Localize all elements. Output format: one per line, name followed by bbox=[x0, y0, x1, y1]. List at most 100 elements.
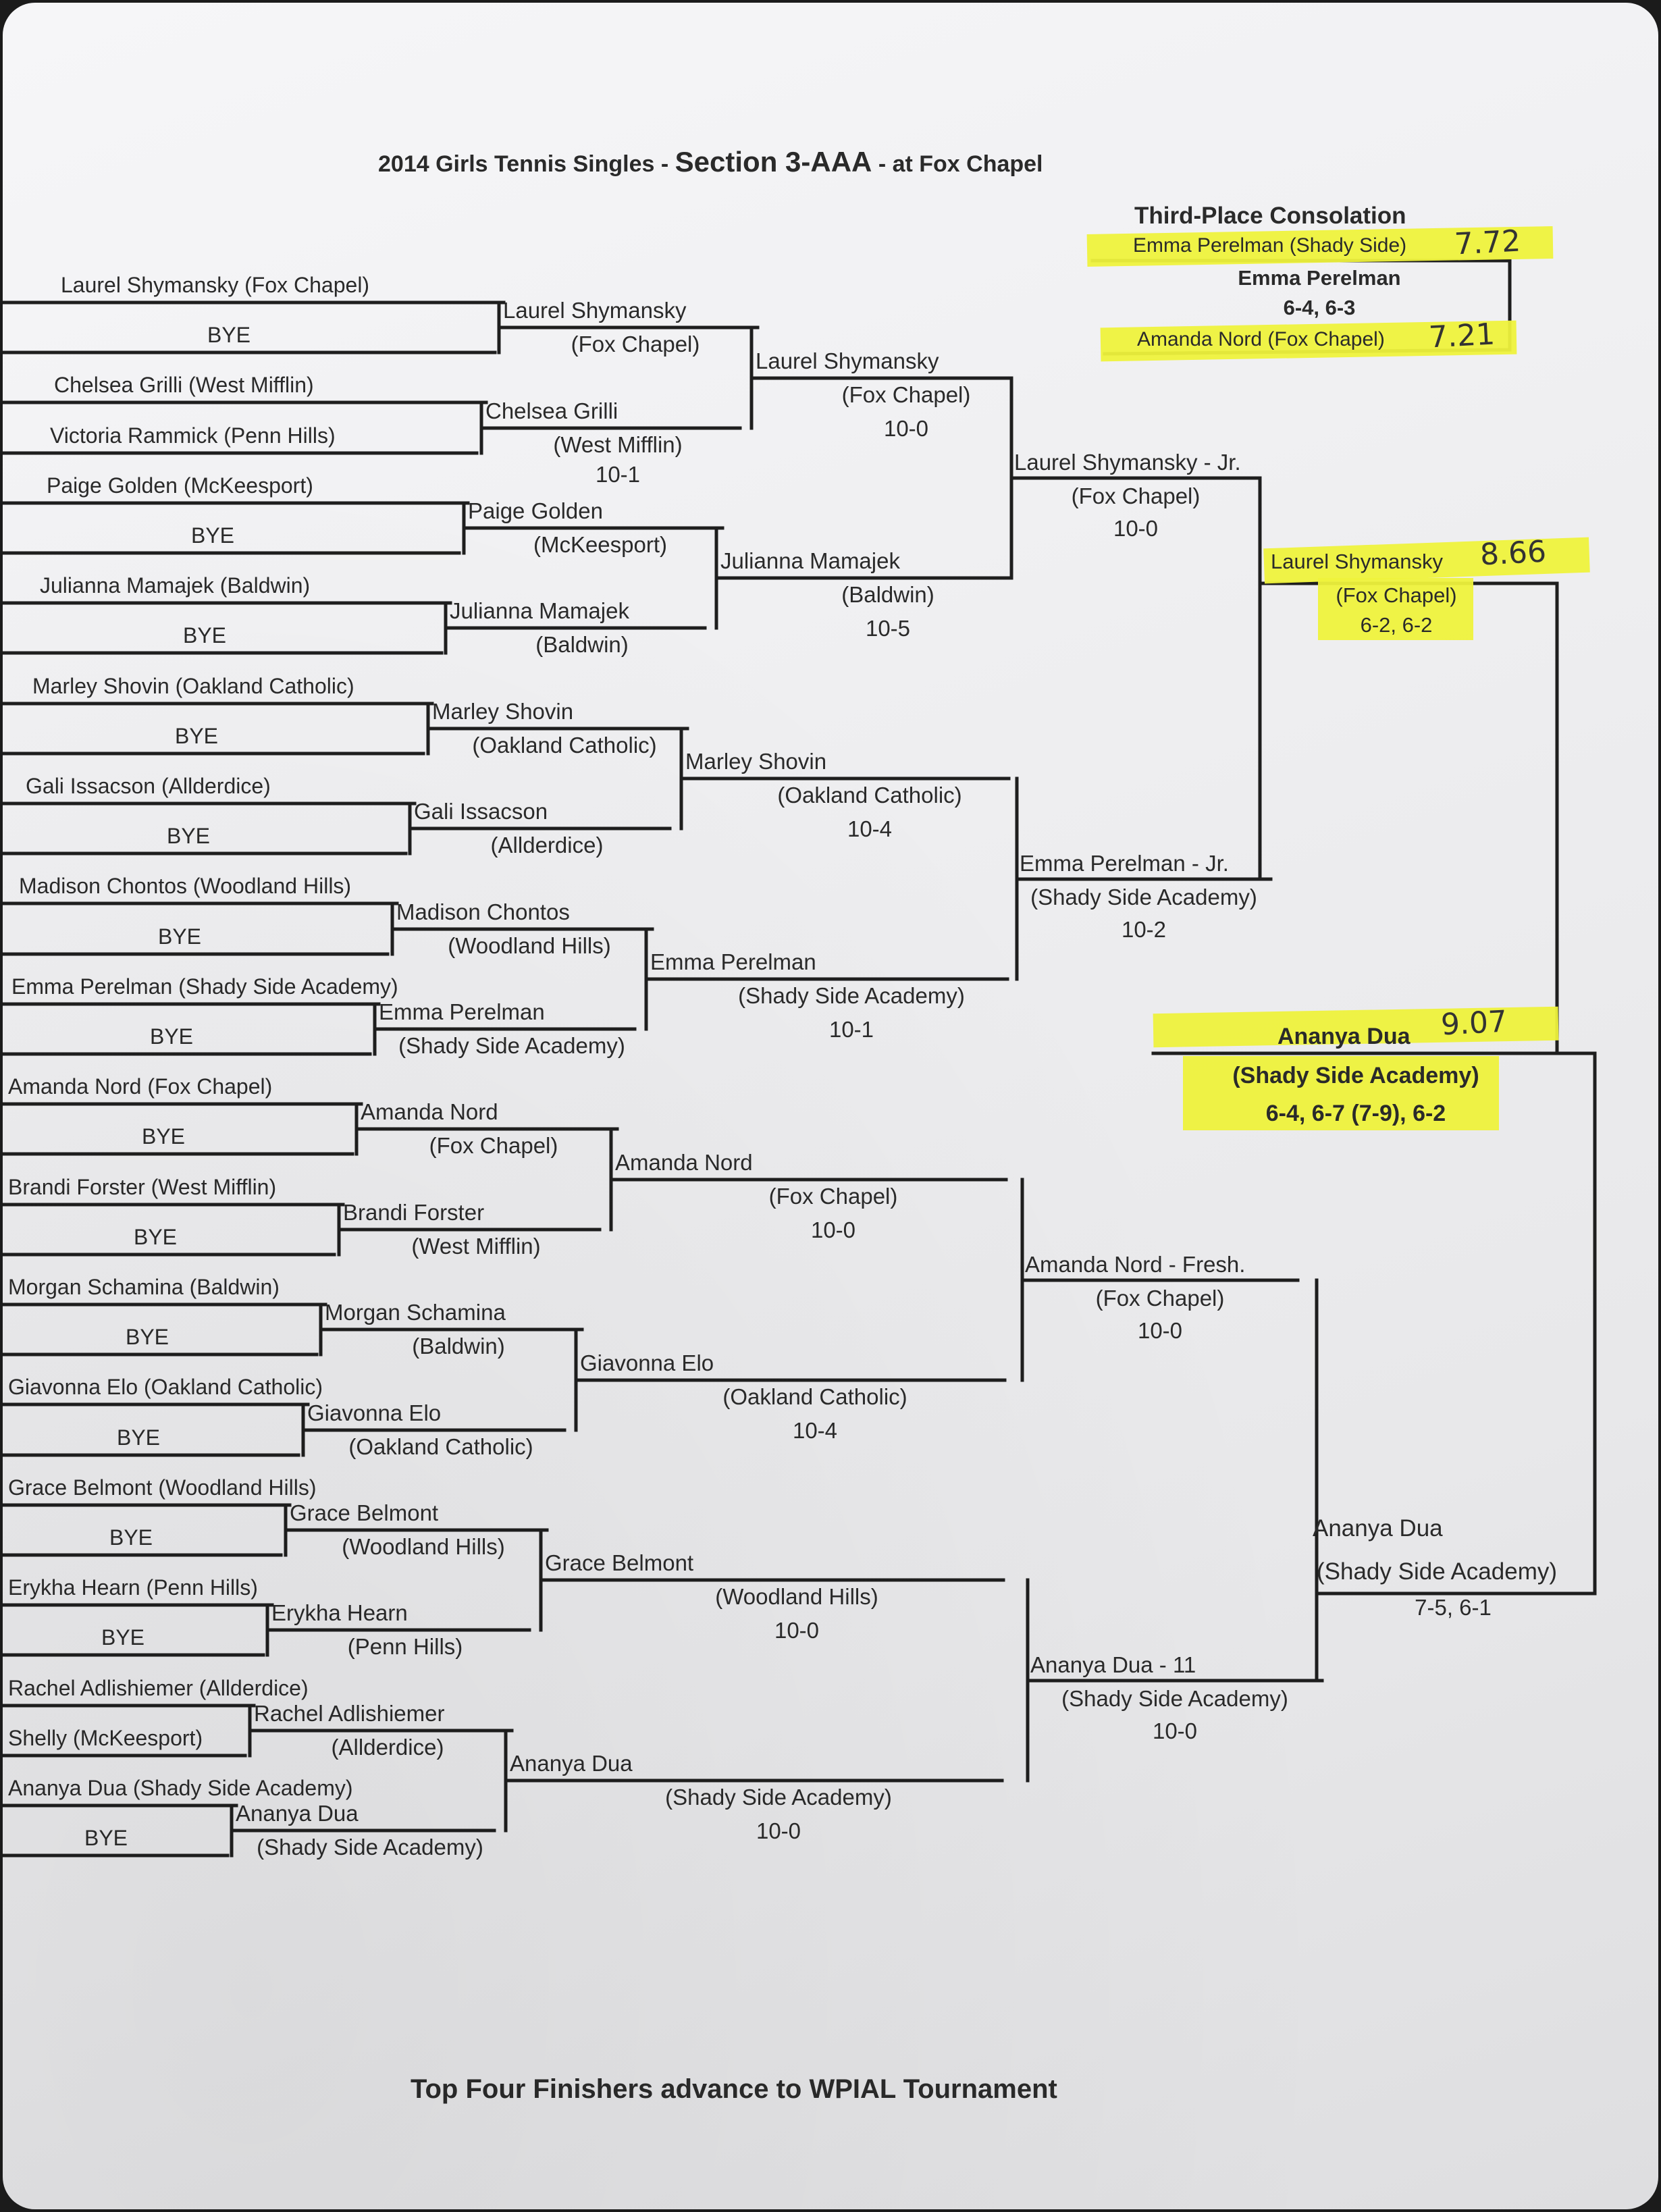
round1-bye: BYE bbox=[166, 824, 211, 848]
round1-entry: Julianna Mamajek (Baldwin) bbox=[40, 573, 311, 598]
round2-winner-name: Rachel Adlishiemer bbox=[254, 1701, 445, 1726]
quarterfinal-school: (Fox Chapel) bbox=[1095, 1286, 1225, 1311]
round1-entry: Laurel Shymansky (Fox Chapel) bbox=[61, 273, 370, 297]
round1-bye: BYE bbox=[207, 323, 251, 347]
round1-entry: Grace Belmont (Woodland Hills) bbox=[8, 1475, 317, 1500]
round3-winner-name: Amanda Nord bbox=[615, 1150, 753, 1175]
consolation-player-2-handwritten: 7.21 bbox=[1427, 317, 1496, 355]
quarterfinal-school: (Shady Side Academy) bbox=[1030, 885, 1257, 910]
semifinal-top-score: 6-2, 6-2 bbox=[1360, 613, 1433, 637]
round3-winner-school: (Baldwin) bbox=[841, 582, 934, 607]
round2-winner-name: Giavonna Elo bbox=[307, 1400, 442, 1425]
round2-winner-school: (Baldwin) bbox=[412, 1334, 505, 1359]
round2-winner-school: (Allderdice) bbox=[490, 833, 604, 858]
quarterfinal-school: (Fox Chapel) bbox=[1071, 483, 1201, 508]
semifinal-top-name: Laurel Shymansky bbox=[1271, 550, 1444, 573]
round3-winner-name: Laurel Shymansky bbox=[756, 348, 939, 373]
semifinal-bottom-score: 7-5, 6-1 bbox=[1415, 1595, 1492, 1620]
quarterfinal-name: Emma Perelman - Jr. bbox=[1020, 851, 1229, 876]
round3-winner-school: (Shady Side Academy) bbox=[738, 983, 965, 1008]
round1-bye: BYE bbox=[149, 1024, 194, 1049]
champion-handwritten: 9.07 bbox=[1440, 1004, 1508, 1043]
round2-winner-school: (Shady Side Academy) bbox=[398, 1033, 625, 1058]
round2-score: 10-1 bbox=[595, 462, 641, 487]
champion-school: (Shady Side Academy) bbox=[1232, 1063, 1479, 1088]
consolation-score: 6-4, 6-3 bbox=[1283, 296, 1356, 319]
round2-winner-name: Grace Belmont bbox=[290, 1500, 439, 1525]
round1-entry: Brandi Forster (West Mifflin) bbox=[8, 1175, 277, 1199]
round1-bye: BYE bbox=[182, 623, 227, 648]
round2-winner-name: Ananya Dua bbox=[236, 1801, 359, 1826]
round3-score: 10-0 bbox=[810, 1217, 856, 1242]
round2-winner-school: (West Mifflin) bbox=[553, 432, 683, 457]
semifinal-top-handwritten: 8.66 bbox=[1479, 534, 1548, 573]
round1-bye: BYE bbox=[101, 1625, 145, 1650]
consolation-player-2: Amanda Nord (Fox Chapel) bbox=[1137, 328, 1385, 350]
round2-winner-name: Amanda Nord bbox=[361, 1099, 498, 1124]
round3-score: 10-4 bbox=[847, 816, 893, 841]
semifinal-bottom-school: (Shady Side Academy) bbox=[1317, 1558, 1558, 1585]
quarterfinal-score: 10-0 bbox=[1152, 1718, 1198, 1743]
round3-score: 10-4 bbox=[792, 1418, 838, 1443]
round2-winner-school: (Woodland Hills) bbox=[448, 933, 611, 958]
footer-note: Top Four Finishers advance to WPIAL Tour… bbox=[411, 2074, 1057, 2104]
champion-name: Ananya Dua bbox=[1277, 1024, 1410, 1049]
round1-entry: Erykha Hearn (Penn Hills) bbox=[8, 1575, 258, 1600]
semifinal-bottom-name: Ananya Dua bbox=[1313, 1515, 1443, 1542]
round3-winner-school: (Fox Chapel) bbox=[768, 1184, 898, 1209]
round1-entry: Amanda Nord (Fox Chapel) bbox=[8, 1074, 273, 1099]
round3-score: 10-5 bbox=[865, 616, 911, 641]
quarterfinal-score: 10-0 bbox=[1137, 1318, 1183, 1343]
round2-winner-name: Erykha Hearn bbox=[271, 1600, 408, 1625]
round2-winner-name: Gali Issacson bbox=[414, 799, 548, 824]
round1-entry: Gali Issacson (Allderdice) bbox=[26, 774, 271, 798]
round1-entry: Ananya Dua (Shady Side Academy) bbox=[8, 1776, 353, 1800]
round3-winner-school: (Woodland Hills) bbox=[715, 1584, 878, 1609]
round1-bye: BYE bbox=[133, 1225, 178, 1249]
round1-bye: BYE bbox=[84, 1826, 128, 1850]
quarterfinal-score: 10-2 bbox=[1121, 917, 1167, 942]
round1-entry: Giavonna Elo (Oakland Catholic) bbox=[8, 1375, 323, 1399]
highlight-semifinal-school bbox=[1318, 578, 1473, 640]
round3-score: 10-0 bbox=[756, 1818, 801, 1843]
round1-entry: Rachel Adlishiemer (Allderdice) bbox=[8, 1676, 309, 1700]
consolation-player-1-handwritten: 7.72 bbox=[1453, 223, 1522, 262]
round2-winner-name: Brandi Forster bbox=[343, 1200, 485, 1225]
round1-entry: Morgan Schamina (Baldwin) bbox=[8, 1275, 280, 1299]
round1-bye: BYE bbox=[174, 724, 219, 748]
round1-entry: Madison Chontos (Woodland Hills) bbox=[19, 874, 352, 898]
round2-winner-school: (Oakland Catholic) bbox=[348, 1434, 533, 1459]
consolation-player-1: Emma Perelman (Shady Side) bbox=[1133, 234, 1407, 257]
round2-winner-name: Morgan Schamina bbox=[325, 1300, 506, 1325]
semifinal-top-school: (Fox Chapel) bbox=[1336, 583, 1457, 607]
round3-winner-name: Julianna Mamajek bbox=[720, 548, 900, 573]
round3-winner-school: (Oakland Catholic) bbox=[722, 1384, 907, 1409]
round1-bye: BYE bbox=[190, 523, 235, 548]
round1-bye: BYE bbox=[109, 1525, 153, 1550]
quarterfinal-name: Laurel Shymansky - Jr. bbox=[1014, 450, 1241, 475]
round1-entry: Emma Perelman (Shady Side Academy) bbox=[11, 974, 398, 999]
round3-winner-name: Ananya Dua bbox=[510, 1751, 633, 1776]
round1-entry: Paige Golden (McKeesport) bbox=[47, 473, 313, 498]
quarterfinal-name: Amanda Nord - Fresh. bbox=[1025, 1252, 1246, 1277]
round2-winner-name: Madison Chontos bbox=[396, 899, 570, 924]
round2-winner-name: Emma Perelman bbox=[379, 999, 545, 1024]
round2-winner-school: (Fox Chapel) bbox=[429, 1133, 558, 1158]
round2-winner-name: Laurel Shymansky bbox=[503, 298, 687, 323]
round3-winner-school: (Oakland Catholic) bbox=[777, 783, 962, 808]
round1-entry: Shelly (McKeesport) bbox=[8, 1726, 203, 1750]
round3-winner-name: Giavonna Elo bbox=[580, 1350, 714, 1375]
quarterfinal-score: 10-0 bbox=[1113, 516, 1159, 541]
champion-score: 6-4, 6-7 (7-9), 6-2 bbox=[1265, 1101, 1446, 1126]
round1-entry: Marley Shovin (Oakland Catholic) bbox=[32, 674, 354, 698]
round3-score: 10-0 bbox=[883, 416, 929, 441]
round1-entry: Victoria Rammick (Penn Hills) bbox=[50, 423, 336, 448]
round3-winner-name: Emma Perelman bbox=[650, 949, 816, 974]
round2-winner-school: (Fox Chapel) bbox=[571, 332, 700, 357]
round2-winner-name: Paige Golden bbox=[468, 498, 603, 523]
round3-winner-school: (Shady Side Academy) bbox=[665, 1785, 892, 1810]
round2-winner-school: (Penn Hills) bbox=[347, 1634, 463, 1659]
round2-winner-school: (Shady Side Academy) bbox=[257, 1835, 483, 1860]
bracket-lines bbox=[3, 259, 1597, 1858]
round2-winner-name: Marley Shovin bbox=[432, 699, 574, 724]
